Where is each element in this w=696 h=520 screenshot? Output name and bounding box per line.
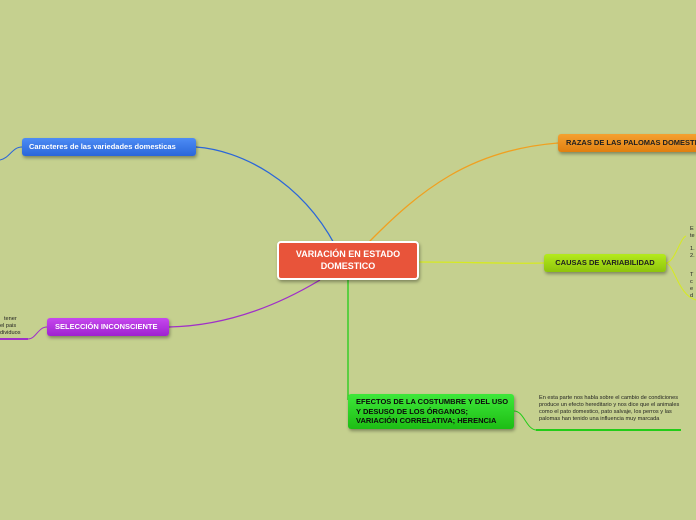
note-line: tener bbox=[4, 316, 17, 322]
topic-causas[interactable]: CAUSAS DE VARIABILIDAD bbox=[544, 254, 666, 272]
note-line: te bbox=[690, 233, 695, 240]
link-caracteres bbox=[195, 146, 336, 246]
topic-caracteres-label: Caracteres de las variedades domesticas bbox=[29, 142, 176, 152]
topic-caracteres[interactable]: Caracteres de las variedades domesticas bbox=[22, 138, 196, 156]
central-topic-label: VARIACIÓN EN ESTADO DOMESTICO bbox=[295, 248, 401, 271]
note-line: 2. bbox=[690, 253, 695, 260]
note-causas-cut-a[interactable]: E te bbox=[690, 226, 695, 240]
topic-seleccion-label: SELECCIÓN INCONSCIENTE bbox=[55, 322, 158, 332]
link-caracteres-stub bbox=[0, 146, 23, 161]
note-seleccion-cut[interactable]: tener el pais dividuos bbox=[0, 316, 21, 337]
topic-causas-label: CAUSAS DE VARIABILIDAD bbox=[555, 258, 655, 268]
link-causas bbox=[418, 261, 545, 264]
link-seleccion bbox=[168, 279, 321, 328]
link-causas-note-b bbox=[665, 262, 696, 301]
note-line: el pais bbox=[0, 323, 17, 330]
topic-razas-label: RAZAS DE LAS PALOMAS DOMESTICAS bbox=[566, 138, 696, 148]
note-line: T bbox=[690, 272, 694, 278]
note-efectos[interactable]: En esta parte nos habla sobre el cambio … bbox=[539, 395, 680, 423]
topic-seleccion[interactable]: SELECCIÓN INCONSCIENTE bbox=[47, 318, 169, 336]
note-causas-cut-b[interactable]: 1. 2. bbox=[690, 246, 695, 260]
link-efectos-note bbox=[513, 410, 537, 431]
note-line: e bbox=[690, 286, 694, 293]
link-causas-note bbox=[665, 235, 687, 264]
topic-razas[interactable]: RAZAS DE LAS PALOMAS DOMESTICAS bbox=[558, 134, 696, 152]
note-line: 1. bbox=[690, 246, 695, 252]
topic-efectos-label: EFECTOS DE LA COSTUMBRE Y DEL USO Y DESU… bbox=[356, 396, 509, 426]
note-line: c bbox=[690, 279, 693, 286]
note-line: d bbox=[690, 293, 694, 300]
link-razas bbox=[367, 142, 559, 244]
topic-efectos[interactable]: EFECTOS DE LA COSTUMBRE Y DEL USO Y DESU… bbox=[348, 394, 514, 429]
note-line: dividuos bbox=[0, 330, 21, 337]
central-topic[interactable]: VARIACIÓN EN ESTADO DOMESTICO bbox=[277, 241, 419, 280]
link-seleccion-note bbox=[27, 326, 48, 340]
note-causas-cut-c[interactable]: T c e d bbox=[690, 272, 693, 301]
note-line: E bbox=[690, 226, 694, 232]
